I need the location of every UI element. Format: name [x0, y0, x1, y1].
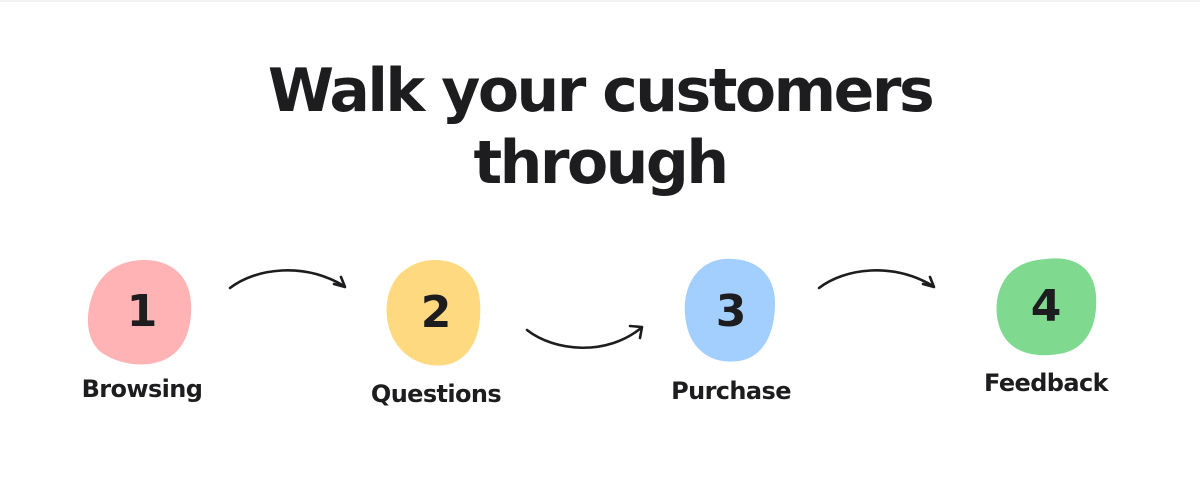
curved-arrow-icon	[817, 269, 936, 290]
blob-shape	[684, 258, 775, 362]
step-label: Purchase	[671, 377, 791, 405]
step-label: Browsing	[81, 375, 203, 403]
title-line-2: through	[473, 128, 729, 198]
curved-arrow-icon	[525, 324, 644, 350]
step-number: 4	[1030, 281, 1062, 332]
step-blob-4	[926, 255, 1166, 365]
step-feedback: 4 Feedback	[926, 255, 1166, 425]
page-title: Walk your customers through	[0, 55, 1200, 199]
step-number: 3	[715, 286, 747, 337]
curved-arrow-icon	[228, 269, 347, 290]
step-browsing: 1 Browsing	[22, 257, 262, 427]
blob-shape	[386, 260, 481, 366]
blob-shape	[996, 258, 1097, 356]
step-questions: 2 Questions	[316, 258, 556, 428]
top-divider	[0, 0, 1200, 2]
step-number: 2	[420, 287, 452, 338]
step-label: Questions	[370, 380, 502, 408]
step-purchase: 3 Purchase	[611, 257, 851, 427]
step-number: 1	[126, 286, 158, 337]
blob-shape	[87, 259, 192, 365]
step-blob-1	[22, 257, 262, 367]
title-line-1: Walk your customers	[267, 56, 935, 126]
step-blob-2	[316, 258, 556, 368]
step-blob-3	[611, 257, 851, 367]
step-label: Feedback	[984, 369, 1109, 397]
